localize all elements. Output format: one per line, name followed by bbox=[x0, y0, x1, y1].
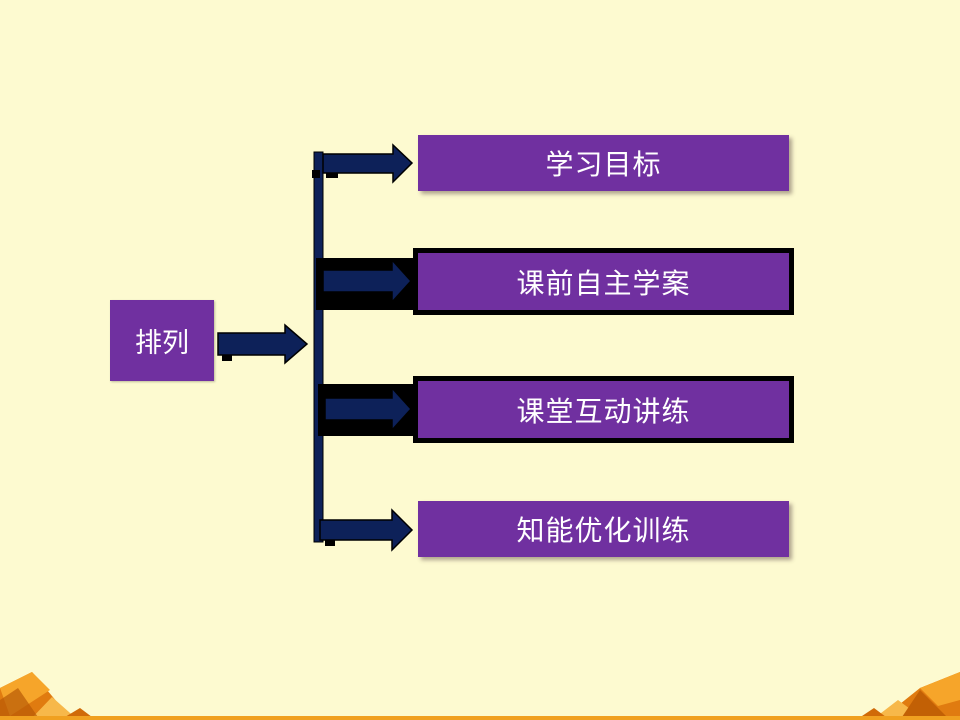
branch-arrow-3 bbox=[318, 384, 413, 436]
root-arrow bbox=[217, 323, 309, 365]
root-node-label: 排列 bbox=[135, 328, 189, 359]
item-box-4: 知能优化训练 bbox=[418, 501, 789, 557]
branch-arrow-4 bbox=[319, 508, 414, 552]
branch-arrow-2 bbox=[316, 258, 413, 310]
root-node: 排列 bbox=[110, 300, 214, 381]
item-label-4: 知能优化训练 bbox=[516, 514, 691, 547]
item-box-3: 课堂互动讲练 bbox=[413, 376, 794, 443]
item-label-1: 学习目标 bbox=[545, 148, 662, 181]
item-label-3: 课堂互动讲练 bbox=[516, 394, 691, 428]
branch-arrow-1 bbox=[312, 143, 414, 184]
vertical-connector bbox=[313, 151, 324, 543]
item-box-1: 学习目标 bbox=[418, 135, 789, 191]
item-box-2: 课前自主学案 bbox=[413, 248, 794, 315]
item-label-2: 课前自主学案 bbox=[516, 266, 691, 300]
